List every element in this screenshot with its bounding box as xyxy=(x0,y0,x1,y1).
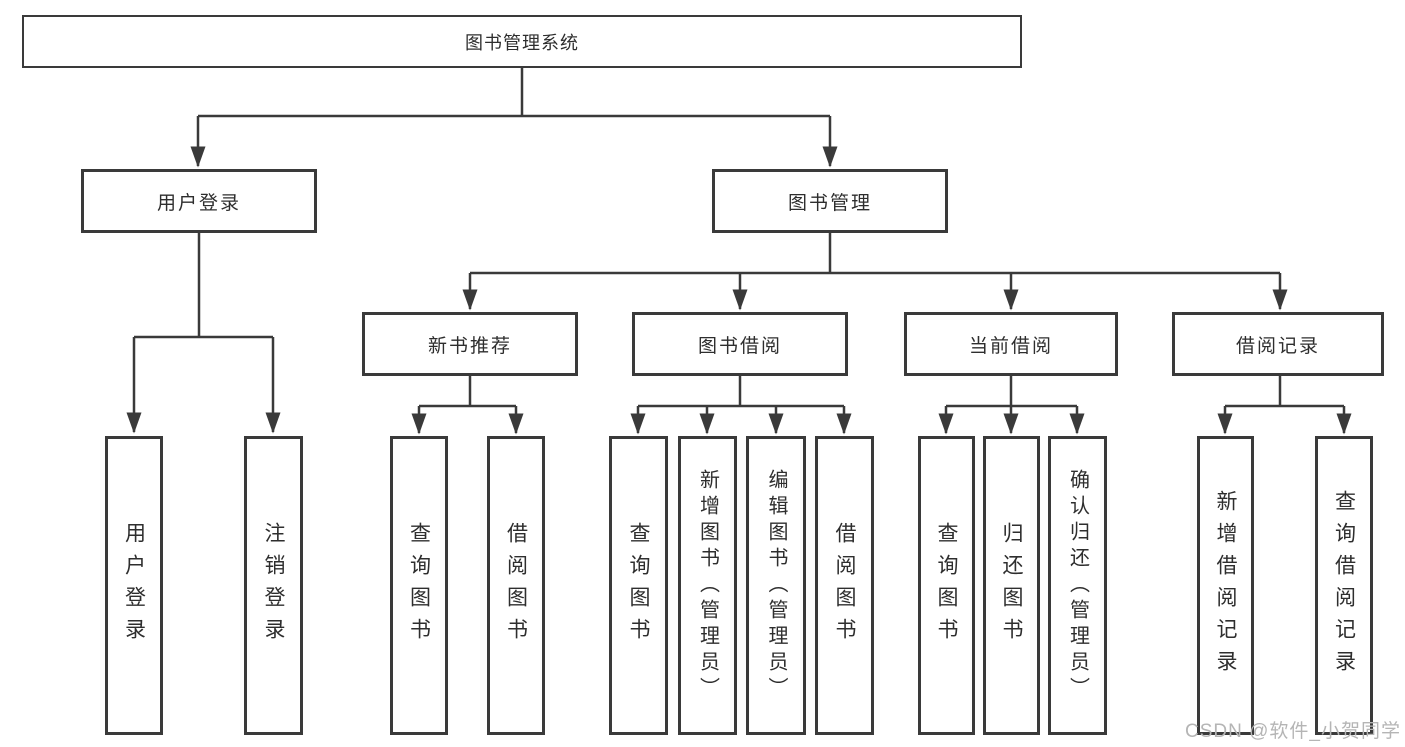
node-borrow-records: 借阅记录 xyxy=(1172,312,1384,376)
node-new-book-recommend: 新书推荐 xyxy=(362,312,578,376)
leaf-edit-books-admin: 编辑图书（管理员） xyxy=(746,436,806,735)
leaf-logout-label: 注销登录 xyxy=(262,521,285,650)
leaf-query-books-recommend-label: 查询图书 xyxy=(407,521,431,650)
node-current-borrow-label: 当前借阅 xyxy=(968,335,1053,357)
leaf-query-books-recommend: 查询图书 xyxy=(390,436,448,735)
leaf-edit-books-admin-label: 编辑图书（管理员） xyxy=(765,468,787,703)
node-user-login-label: 用户登录 xyxy=(156,192,241,214)
leaf-confirm-return-admin: 确认归还（管理员） xyxy=(1048,436,1107,735)
leaf-return-books-label: 归还图书 xyxy=(1000,521,1023,650)
leaf-return-books: 归还图书 xyxy=(983,436,1040,735)
leaf-borrow-books-recommend: 借阅图书 xyxy=(487,436,545,735)
leaf-logout: 注销登录 xyxy=(244,436,303,735)
leaf-user-login-label: 用户登录 xyxy=(122,521,146,650)
leaf-add-books-admin-label: 新增图书（管理员） xyxy=(696,468,719,703)
node-book-borrow-label: 图书借阅 xyxy=(697,335,782,357)
leaf-query-books-borrow: 查询图书 xyxy=(609,436,668,735)
leaf-add-books-admin: 新增图书（管理员） xyxy=(678,436,737,735)
leaf-add-borrow-record-label: 新增借阅记录 xyxy=(1214,489,1237,682)
leaf-borrow-books: 借阅图书 xyxy=(815,436,874,735)
leaf-add-borrow-record: 新增借阅记录 xyxy=(1197,436,1254,735)
leaf-confirm-return-admin-label: 确认归还（管理员） xyxy=(1066,468,1089,703)
leaf-query-borrow-record-label: 查询借阅记录 xyxy=(1332,489,1356,682)
node-current-borrow: 当前借阅 xyxy=(904,312,1118,376)
leaf-query-books-borrow-label: 查询图书 xyxy=(627,521,650,650)
leaf-query-books-current-label: 查询图书 xyxy=(935,521,958,650)
leaf-user-login: 用户登录 xyxy=(105,436,163,735)
leaf-query-borrow-record: 查询借阅记录 xyxy=(1315,436,1373,735)
node-user-login: 用户登录 xyxy=(81,169,317,233)
watermark: CSDN @软件_小贺同学 xyxy=(1185,721,1401,742)
node-borrow-records-label: 借阅记录 xyxy=(1235,335,1320,357)
node-root: 图书管理系统 xyxy=(22,15,1022,68)
node-book-management-label: 图书管理 xyxy=(787,192,872,214)
node-book-borrow: 图书借阅 xyxy=(632,312,848,376)
leaf-borrow-books-recommend-label: 借阅图书 xyxy=(504,521,528,650)
node-book-management: 图书管理 xyxy=(712,169,948,233)
leaf-query-books-current: 查询图书 xyxy=(918,436,975,735)
node-new-book-recommend-label: 新书推荐 xyxy=(427,335,512,357)
leaf-borrow-books-label: 借阅图书 xyxy=(833,521,856,650)
node-root-label: 图书管理系统 xyxy=(465,32,579,53)
